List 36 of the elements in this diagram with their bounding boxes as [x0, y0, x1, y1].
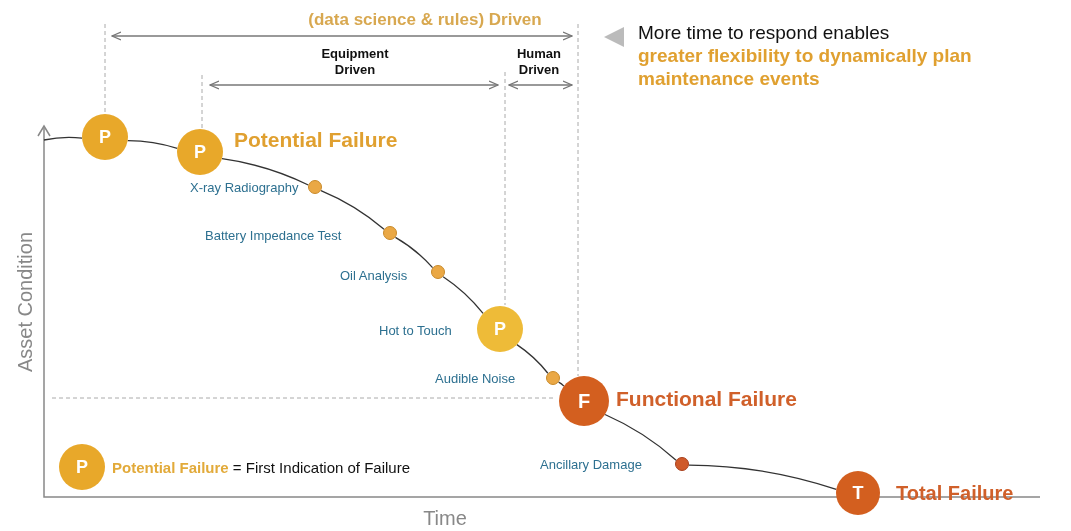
test-label: X-ray Radiography: [190, 180, 299, 195]
note-text: More time to respond enables greater flexibility to dynamically plan maintenance events: [638, 22, 973, 91]
total-failure-circle: T: [836, 471, 880, 515]
curve-segment: [516, 343, 549, 374]
range-label: (data science & rules) Driven: [307, 10, 543, 31]
curve-segment: [394, 236, 434, 269]
potential-failure-circle: P: [82, 114, 128, 160]
range-label: Equipment Driven: [320, 46, 390, 78]
axis-label: Asset Condition: [13, 230, 37, 375]
curve-segment: [43, 136, 83, 141]
test-label: Oil Analysis: [340, 268, 408, 283]
curve-segment: [604, 413, 677, 461]
failure-label: Total Failure: [896, 482, 1014, 505]
test-label: Hot to Touch: [379, 323, 452, 338]
test-dot: [383, 226, 397, 240]
potential-failure-circle: P: [477, 306, 523, 352]
curve-segment: [688, 464, 837, 491]
test-label: Battery Impedance Test: [205, 228, 342, 243]
axis-label: Time: [422, 506, 468, 530]
potential-failure-circle: P: [59, 444, 105, 490]
curve-segment: [320, 190, 385, 230]
curve-segment: [442, 276, 484, 315]
test-dot: [308, 180, 322, 194]
test-dot: [431, 265, 445, 279]
curve-segment: [127, 139, 178, 150]
damage-dot: [675, 457, 689, 471]
potential-failure-circle: P: [177, 129, 223, 175]
test-label: Ancillary Damage: [540, 457, 642, 472]
legend-text: Potential Failure = First Indication of Failure: [112, 459, 411, 476]
curve-segment: [221, 158, 309, 186]
functional-failure-circle: F: [559, 376, 609, 426]
test-label: Audible Noise: [435, 371, 516, 386]
failure-label: Potential Failure: [234, 128, 398, 152]
range-label: Human Driven: [515, 46, 563, 78]
failure-label: Functional Failure: [616, 387, 797, 411]
test-dot: [546, 371, 560, 385]
